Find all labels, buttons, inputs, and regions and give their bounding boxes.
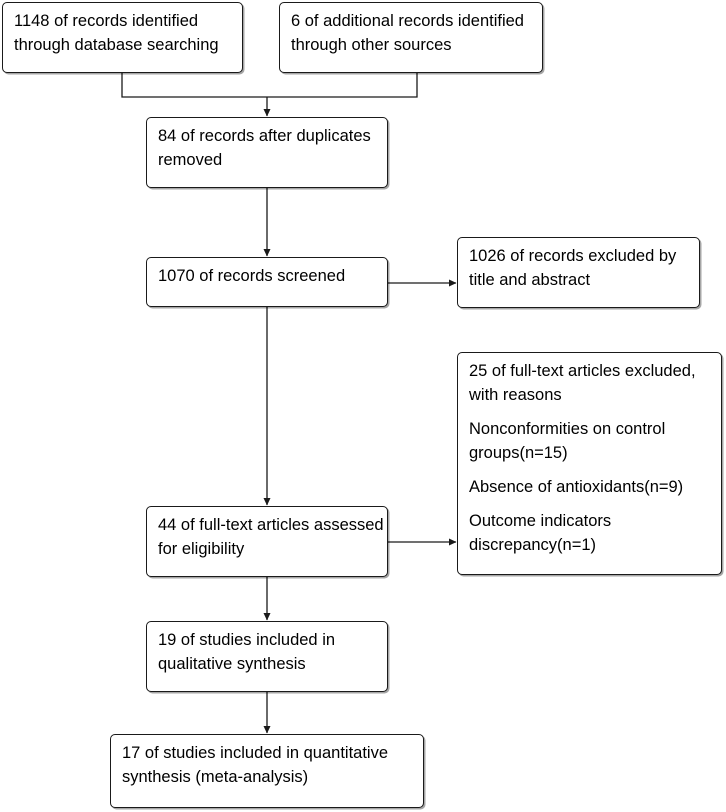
qualitative-synthesis-line2: qualitative synthesis: [158, 655, 306, 673]
records-other-sources-box: 6 of additional records identified throu…: [279, 2, 543, 73]
full-text-excluded-box: 25 of full-text articles excluded, with …: [457, 352, 722, 575]
reason-outcome-indicators-line2: discrepancy(n=1): [469, 536, 597, 554]
merge-connector: [121, 73, 418, 98]
records-other-sources-line1: 6 of additional records identified: [291, 12, 524, 30]
records-screened-line1: 1070 of records screened: [158, 267, 346, 285]
records-excluded-title-abstract-box: 1026 of records excluded by title and ab…: [457, 237, 700, 308]
reason-control-groups-line2: groups(n=15): [469, 444, 568, 462]
records-excluded-line2: title and abstract: [469, 271, 591, 289]
records-excluded-line1: 1026 of records excluded by: [469, 247, 677, 265]
quantitative-synthesis-line2: synthesis (meta-analysis): [122, 768, 309, 786]
reason-control-groups-line1: Nonconformities on control: [469, 420, 666, 438]
qualitative-synthesis-box: 19 of studies included in qualitative sy…: [146, 621, 388, 692]
qualitative-synthesis-line1: 19 of studies included in: [158, 631, 336, 649]
records-database-line2: through database searching: [14, 36, 219, 54]
records-after-duplicates-box: 84 of records after duplicates removed: [146, 117, 388, 188]
records-after-duplicates-line2: removed: [158, 151, 223, 169]
full-text-assessed-box: 44 of full-text articles assessed for el…: [146, 506, 388, 577]
full-text-excluded-heading-line1: 25 of full-text articles excluded,: [469, 362, 696, 380]
quantitative-synthesis-box: 17 of studies included in quantitative s…: [110, 734, 424, 808]
records-other-sources-line2: through other sources: [291, 36, 452, 54]
records-after-duplicates-line1: 84 of records after duplicates: [158, 127, 371, 145]
records-screened-box: 1070 of records screened: [146, 257, 388, 307]
records-database-line1: 1148 of records identified: [14, 12, 199, 30]
full-text-assessed-line2: for eligibility: [158, 540, 245, 558]
reason-outcome-indicators-line1: Outcome indicators: [469, 512, 612, 530]
quantitative-synthesis-line1: 17 of studies included in quantitative: [122, 744, 389, 762]
full-text-assessed-line1: 44 of full-text articles assessed: [158, 516, 384, 534]
reason-antioxidants-line1: Absence of antioxidants(n=9): [469, 478, 684, 496]
records-database-box: 1148 of records identified through datab…: [2, 2, 243, 73]
full-text-excluded-heading-line2: with reasons: [469, 386, 562, 404]
